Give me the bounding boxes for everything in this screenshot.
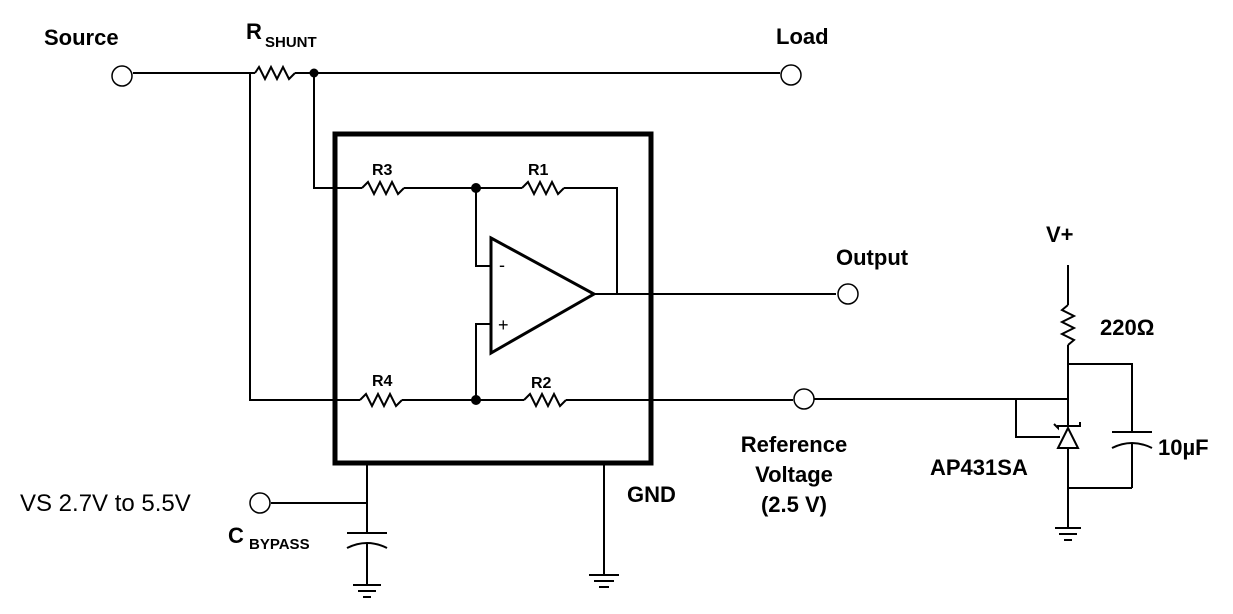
source-label: Source: [44, 25, 119, 50]
feedback-wire: [564, 187, 618, 294]
vs-label: VS 2.7V to 5.5V: [20, 490, 191, 517]
rshunt-resistor: [254, 64, 296, 82]
reg-ground-symbol: [1055, 527, 1081, 541]
r3-label: R3: [372, 162, 393, 179]
vplus-label: V+: [1046, 222, 1074, 247]
r1-resistor: [521, 179, 565, 197]
r2-label: R2: [531, 375, 552, 392]
rshunt-subscript: SHUNT: [265, 34, 317, 51]
opamp-triangle: [489, 235, 598, 356]
ref-voltage-label-line3: (2.5 V): [761, 492, 827, 517]
reference-terminal: [793, 388, 815, 410]
r2-resistor: [523, 391, 567, 409]
opamp-plus-label: +: [498, 315, 509, 335]
shunt-right-tap-wire: [313, 73, 362, 189]
r4-resistor: [359, 391, 403, 409]
cap-10uf: [1111, 431, 1153, 488]
load-label: Load: [776, 24, 829, 49]
r3-resistor: [361, 179, 405, 197]
rshunt-label: R: [246, 19, 262, 44]
ap431sa-regulator: [1015, 399, 1081, 528]
source-terminal: [111, 65, 133, 87]
output-terminal: [837, 283, 859, 305]
ic-package-box: [332, 131, 654, 466]
bypass-ground-symbol: [353, 584, 381, 598]
ap431sa-label: AP431SA: [930, 455, 1028, 480]
vs-terminal: [249, 492, 271, 514]
opamp-minus-label: -: [499, 255, 505, 275]
r4-label: R4: [372, 373, 393, 390]
shunt-left-tap-wire: [249, 73, 360, 401]
cbypass-label: C: [228, 523, 244, 548]
cbypass-subscript: BYPASS: [249, 536, 310, 553]
noninverting-node-dot: [471, 395, 481, 405]
res-220-resistor: [1059, 304, 1077, 346]
cap-top-wire: [1068, 363, 1133, 432]
cap-10uf-label: 10µF: [1158, 435, 1209, 460]
inverting-input-wire: [475, 188, 491, 267]
load-terminal: [780, 64, 802, 86]
ref-voltage-label-line2: Voltage: [755, 462, 833, 487]
noninverting-input-wire: [475, 323, 491, 400]
bypass-capacitor: [346, 532, 388, 585]
ref-voltage-label-line1: Reference: [741, 432, 847, 457]
output-label: Output: [836, 245, 909, 270]
r1-label: R1: [528, 162, 549, 179]
ic-ground-symbol: [589, 574, 619, 588]
gnd-label: GND: [627, 482, 676, 507]
res-220-label: 220Ω: [1100, 315, 1154, 340]
